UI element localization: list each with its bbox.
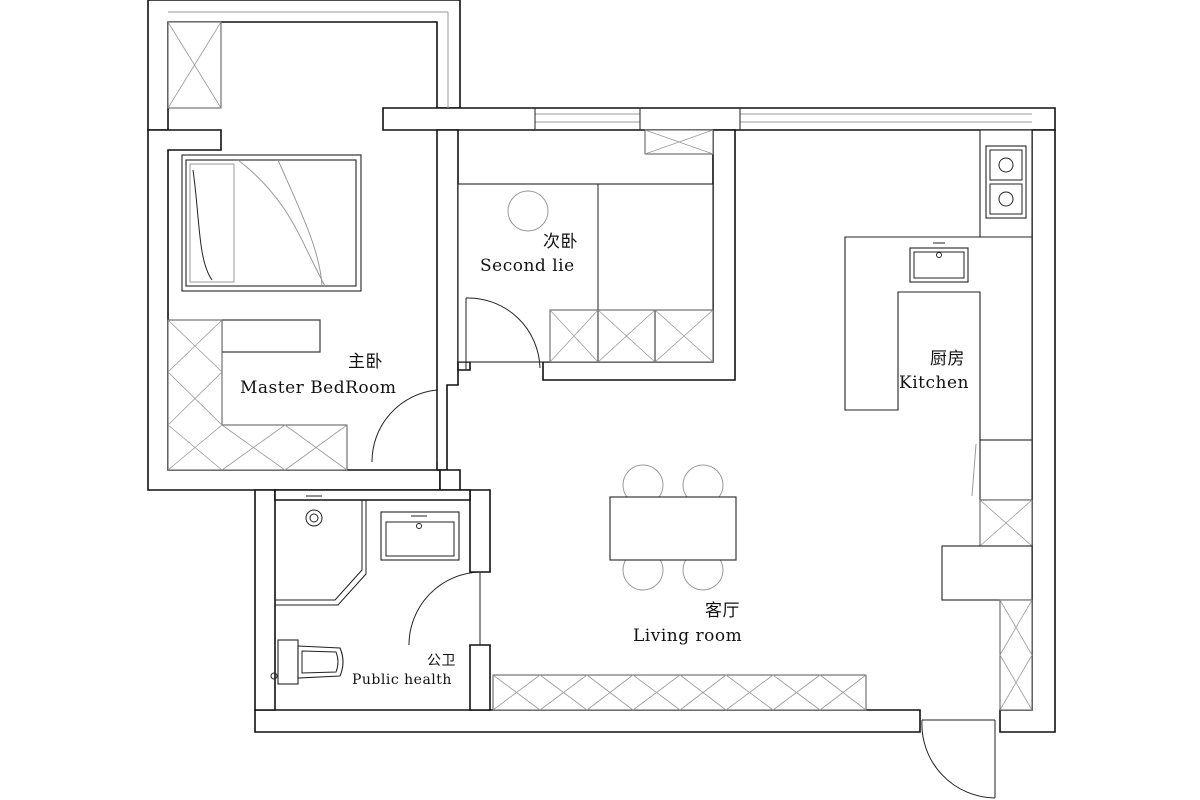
entry-door[interactable] — [921, 719, 996, 799]
kitchen-stove — [979, 129, 1033, 239]
master-door[interactable] — [371, 389, 438, 463]
kitchen-counter — [844, 236, 1033, 441]
master-wardrobe-top — [167, 21, 222, 109]
interior-walls — [274, 129, 736, 711]
bath-sink — [380, 511, 460, 561]
master-desk — [221, 319, 321, 353]
kitchen-label-en: Kitchen — [899, 373, 969, 393]
second-cabinet-top — [644, 129, 714, 155]
living-label-en: Living room — [633, 626, 742, 646]
tv-cabinet — [492, 674, 867, 711]
kitchen-label-cn: 厨房 — [930, 349, 965, 369]
bath-label-en: Public health — [352, 672, 452, 688]
second-wardrobe — [549, 309, 714, 363]
master-bed — [181, 154, 362, 292]
living-side-counter — [941, 545, 1033, 711]
second-label-en: Second lie — [480, 256, 575, 276]
dining-table — [609, 464, 737, 591]
bath-door[interactable] — [408, 571, 481, 646]
shower-area — [275, 495, 367, 606]
bath-label-cn: 公卫 — [427, 653, 456, 669]
second-door[interactable] — [465, 297, 541, 370]
master-wardrobe-l — [167, 319, 348, 471]
master-label-cn: 主卧 — [348, 352, 383, 372]
second-label-cn: 次卧 — [543, 232, 578, 252]
living-label-cn: 客厅 — [705, 601, 740, 621]
kitchen-fridge — [971, 439, 1033, 501]
toilet — [270, 639, 344, 685]
kitchen-tall-cabinet — [979, 499, 1033, 547]
master-label-en: Master BedRoom — [240, 378, 397, 398]
windows — [168, 11, 1032, 130]
